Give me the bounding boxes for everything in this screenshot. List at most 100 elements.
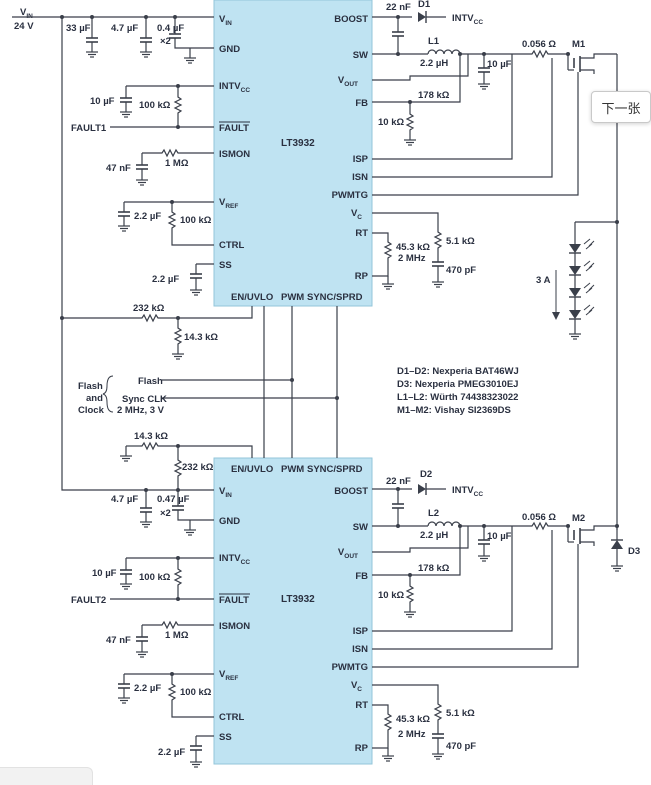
svg-text:Flash: Flash: [78, 381, 103, 392]
ic2-pin-ctrl: CTRL: [219, 712, 245, 723]
top-r-uvlo2: 14.3 kΩ: [184, 332, 218, 343]
led-string: [568, 238, 595, 334]
ic1-pin-boost: BOOST: [334, 14, 368, 25]
next-image-button[interactable]: 下一张: [591, 91, 651, 123]
ic1-pin-rt: RT: [355, 228, 368, 239]
bottom-freq: 2 MHz: [398, 729, 426, 740]
ic2-pin-sw: SW: [353, 522, 368, 533]
ic1-pin-gnd: GND: [219, 44, 240, 55]
parts-list-m1m2: M1–M2: Vishay SI2369DS: [397, 405, 511, 416]
bottom-c-in3-mult: ×2: [160, 508, 171, 519]
top-r-ismon: 1 MΩ: [165, 158, 189, 169]
top-c-in2: 4.7 µF: [111, 23, 138, 34]
ic1-pin-vref: VREF: [219, 197, 238, 210]
svg-text:Clock: Clock: [78, 405, 105, 416]
bottom-boost-intvcc: INTVCC: [452, 485, 483, 498]
bottom-mosfet: [567, 525, 617, 546]
top-c-ismon: 47 nF: [106, 163, 131, 174]
ic2-pin-isn: ISN: [352, 644, 368, 655]
top-diode: D1: [418, 0, 431, 10]
ic1-pin-ctrl: CTRL: [219, 240, 245, 251]
ic2-body: [213, 457, 373, 765]
ic1-pin-pwm: PWM: [281, 292, 304, 303]
ic2-pin-fb: FB: [355, 571, 368, 582]
bottom-r-intvcc: 100 kΩ: [139, 572, 171, 583]
bottom-r-uvlo2: 232 kΩ: [182, 462, 214, 473]
ic1-pin-rp: RP: [355, 271, 369, 282]
top-c-vc: 470 pF: [446, 265, 476, 276]
top-c-in3-mult: ×2: [160, 36, 171, 47]
top-inductor: L1: [428, 36, 440, 47]
bottom-r-fb1: 178 kΩ: [418, 563, 450, 574]
ic1-pin-vin: VIN: [219, 14, 232, 27]
top-c-ss: 2.2 µF: [152, 274, 179, 285]
ic1-pin-vout: VOUT: [338, 75, 358, 88]
ic2-pin-vc: VC: [351, 680, 362, 693]
bottom-c-ss: 2.2 µF: [158, 747, 185, 758]
top-mosfet: [567, 53, 617, 74]
top-boost-intvcc: INTVCC: [452, 13, 483, 26]
ic2-pin-pwm: PWM: [281, 464, 304, 475]
parts-list-l1l2: L1–L2: Würth 74438323022: [397, 392, 518, 403]
top-r-uvlo1: 232 kΩ: [133, 303, 165, 314]
ic1-pin-isp: ISP: [353, 154, 369, 165]
ic2-pin-en-uvlo: EN/UVLO: [231, 464, 273, 475]
bottom-inductor-val: 2.2 µH: [420, 530, 448, 541]
ic1-pin-ismon: ISMON: [219, 149, 250, 160]
ic1-body: [213, 0, 373, 307]
top-fault-label: FAULT1: [71, 123, 107, 134]
ic2-pin-vin: VIN: [219, 486, 232, 499]
sync-label: Sync CLK: [122, 394, 167, 405]
ic2-pin-rp: RP: [355, 743, 369, 754]
ic2-pin-gnd: GND: [219, 516, 240, 527]
ic2-pin-intvcc: INTVCC: [219, 553, 250, 566]
bottom-diode: D2: [420, 469, 432, 480]
top-c-in1: 33 µF: [66, 23, 91, 34]
ic2-pin-pwmtg: PWMTG: [332, 662, 368, 673]
ic2-pin-ismon: ISMON: [219, 621, 250, 632]
ic1-pin-fault: FAULT: [219, 123, 249, 134]
ic2-pin-isp: ISP: [353, 626, 369, 637]
ic2-pin-vout: VOUT: [338, 547, 358, 560]
svg-text:VIN: VIN: [20, 7, 33, 20]
bottom-c-vc: 470 pF: [446, 741, 476, 752]
top-r-vc: 5.1 kΩ: [446, 236, 475, 247]
bottom-r-uvlo1: 14.3 kΩ: [134, 431, 168, 442]
top-c-boost: 22 nF: [386, 2, 411, 13]
ic1-pin-fb: FB: [355, 98, 368, 109]
svg-text:and: and: [86, 393, 103, 404]
ic1-pin-sw: SW: [353, 50, 368, 61]
top-c-vref: 2.2 µF: [134, 211, 161, 222]
bottom-r-vc: 5.1 kΩ: [446, 708, 475, 719]
top-r-fb2: 10 kΩ: [378, 117, 404, 128]
flash-label: Flash: [138, 376, 163, 387]
ic2-pin-ss: SS: [219, 732, 232, 743]
ic1-pin-intvcc: INTVCC: [219, 81, 250, 94]
ic2-pin-boost: BOOST: [334, 486, 368, 497]
top-r-vref: 100 kΩ: [180, 215, 212, 226]
ic1-pin-pwmtg: PWMTG: [332, 190, 368, 201]
top-c-intvcc: 10 µF: [90, 96, 115, 107]
bottom-r-sense: 0.056 Ω: [522, 512, 556, 523]
top-inductor-val: 2.2 µH: [420, 58, 448, 69]
ic1-pin-en-uvlo: EN/UVLO: [231, 292, 273, 303]
ic2-pin-sync-sprd: SYNC/SPRD: [307, 464, 363, 475]
svg-text:INTVCC: INTVCC: [452, 13, 483, 26]
bottom-c-vref: 2.2 µF: [134, 683, 161, 694]
ic1-pin-vc: VC: [351, 208, 362, 221]
bottom-inductor: L2: [428, 508, 439, 519]
svg-text:24 V: 24 V: [14, 21, 34, 32]
ic1-name: LT3932: [281, 138, 315, 149]
top-c-out: 10 µF: [487, 59, 512, 70]
top-fet-label: M1: [572, 39, 586, 50]
top-r-rt: 45.3 kΩ: [396, 242, 430, 253]
bottom-fault-label: FAULT2: [71, 595, 106, 606]
sync-freq-label: 2 MHz, 3 V: [117, 405, 165, 416]
top-r-sense: 0.056 Ω: [522, 39, 556, 50]
svg-text:INTVCC: INTVCC: [452, 485, 483, 498]
parts-list-d3: D3: Nexperia PMEG3010EJ: [397, 379, 518, 390]
bottom-c-out: 10 µF: [487, 531, 512, 542]
bottom-diode3: D3: [628, 546, 640, 557]
bottom-r-ismon: 1 MΩ: [165, 630, 189, 641]
